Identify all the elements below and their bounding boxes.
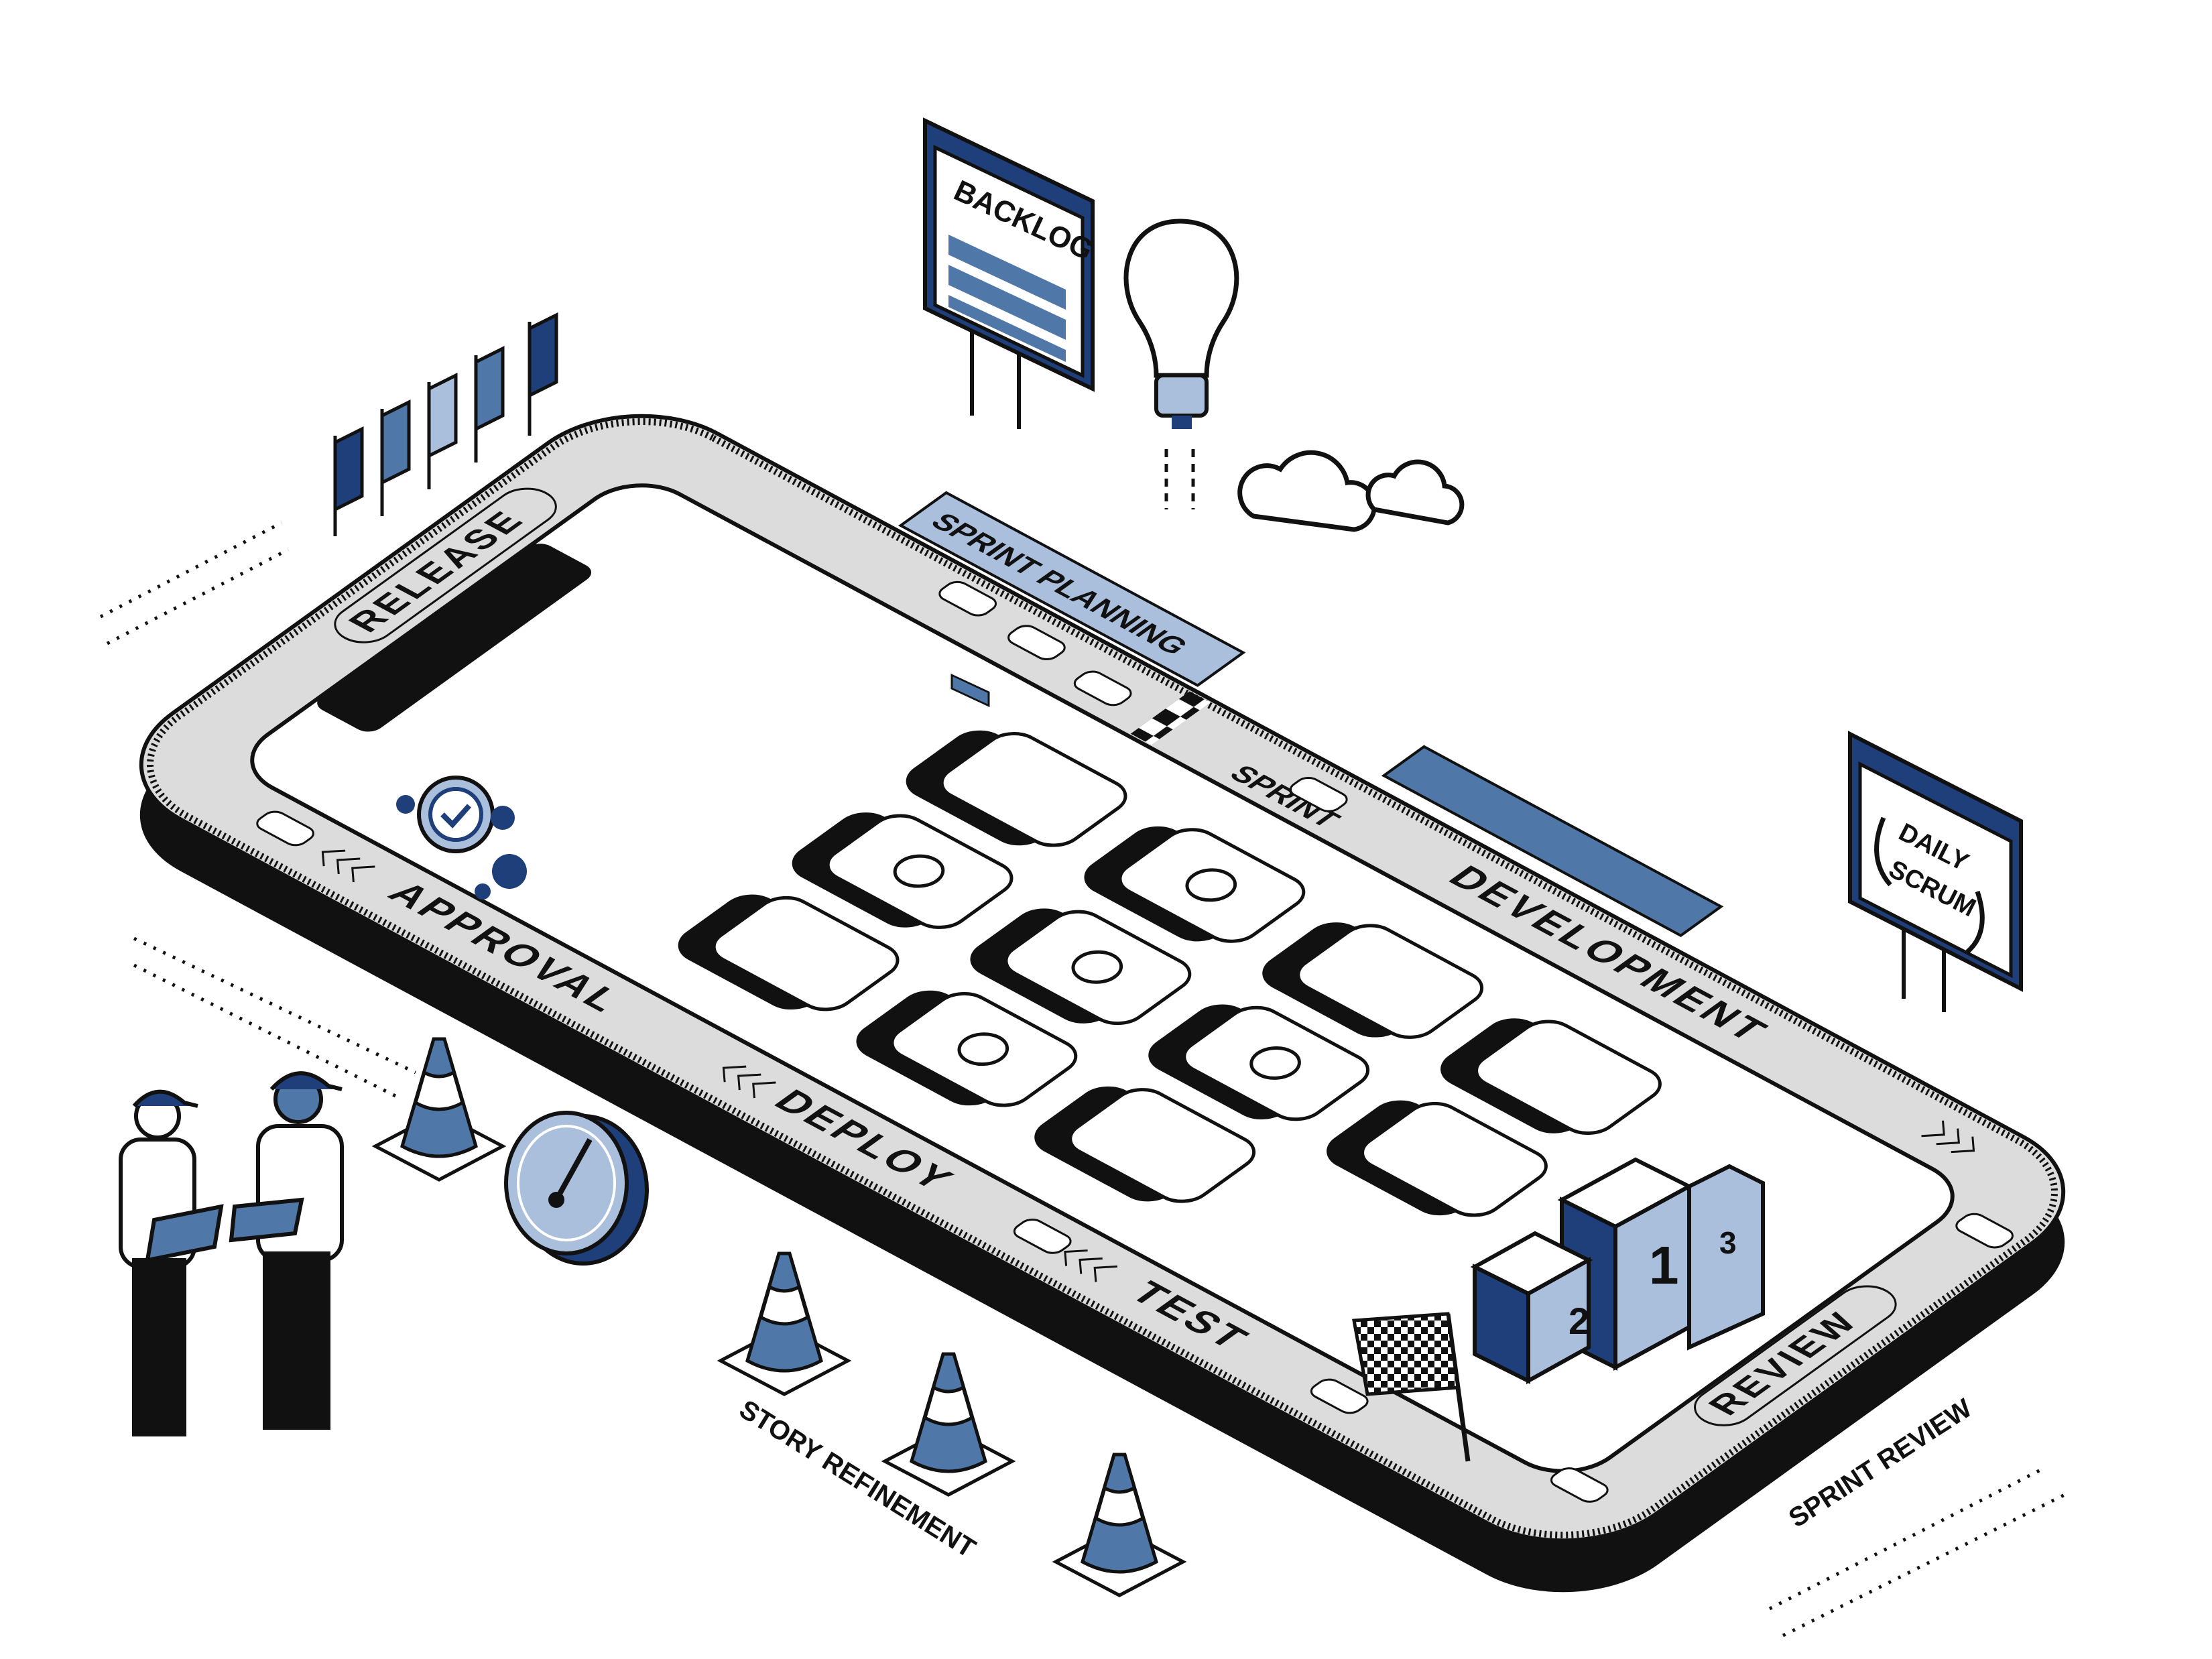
- app-tile[interactable]: [1253, 908, 1493, 1054]
- app-tile[interactable]: [1430, 1003, 1671, 1150]
- person-left: [119, 1089, 224, 1436]
- app-tile-gear[interactable]: [847, 975, 1087, 1122]
- phone-icon: [1241, 1042, 1309, 1084]
- release-flags: [333, 312, 558, 536]
- race-car: [1546, 1465, 1612, 1505]
- podium-first: 1: [1649, 1235, 1679, 1295]
- cloud-icon: [1237, 450, 1377, 532]
- race-car: [1306, 1377, 1372, 1416]
- app-tiles: [668, 715, 1672, 1314]
- traffic-cone: [371, 1037, 507, 1182]
- app-tile[interactable]: [1025, 1071, 1266, 1218]
- start-finish-line: [1130, 691, 1211, 745]
- chevron-arrows: [312, 507, 1984, 1497]
- send-icon: [1177, 864, 1245, 906]
- podium-third: 3: [1719, 1225, 1737, 1260]
- person-right: [229, 1071, 344, 1430]
- race-car: [1003, 623, 1069, 662]
- traffic-cone: [717, 1251, 852, 1396]
- traffic-cone: [881, 1352, 1016, 1497]
- race-car: [1009, 1217, 1075, 1256]
- gear-icon: [949, 1028, 1017, 1070]
- checkered-flag: [1352, 1312, 1471, 1462]
- check-icon: [440, 804, 471, 828]
- speedometer-gauge: [504, 1111, 649, 1266]
- cloud-icon: [1365, 459, 1465, 526]
- winners-podium: 1 2 3: [1470, 1157, 1765, 1385]
- race-car: [1951, 1211, 2017, 1251]
- traffic-cones: [371, 1037, 1187, 1597]
- race-car: [1286, 775, 1351, 814]
- app-tile[interactable]: [1316, 1085, 1557, 1232]
- traffic-cone: [1052, 1453, 1187, 1597]
- music-icon: [885, 850, 953, 892]
- app-tile[interactable]: [896, 715, 1137, 862]
- app-tile-mail[interactable]: [961, 894, 1201, 1040]
- mail-icon: [1063, 946, 1131, 988]
- development-wall: [1384, 747, 1721, 936]
- daily-scrum-board: DAILY SCRUM: [1848, 731, 2023, 1012]
- race-car: [1070, 668, 1135, 708]
- podium-second: 2: [1569, 1300, 1589, 1342]
- app-tile-send[interactable]: [1074, 811, 1315, 958]
- phone-notch: [317, 544, 592, 732]
- lightbulb-icon: [1123, 219, 1239, 509]
- app-tile-music[interactable]: [782, 798, 1023, 944]
- race-car: [252, 809, 318, 849]
- cloud-icons: [1237, 450, 1465, 532]
- approval-check-badge: [396, 776, 527, 900]
- app-tile[interactable]: [668, 879, 909, 1026]
- race-cars: [252, 467, 2084, 1544]
- team-members: [119, 1071, 344, 1436]
- backlog-board: BACKLOG: [923, 117, 1098, 708]
- cycle-arrows-icon: [1874, 816, 1985, 954]
- app-tile-phone[interactable]: [1139, 989, 1379, 1136]
- race-car: [934, 579, 1000, 619]
